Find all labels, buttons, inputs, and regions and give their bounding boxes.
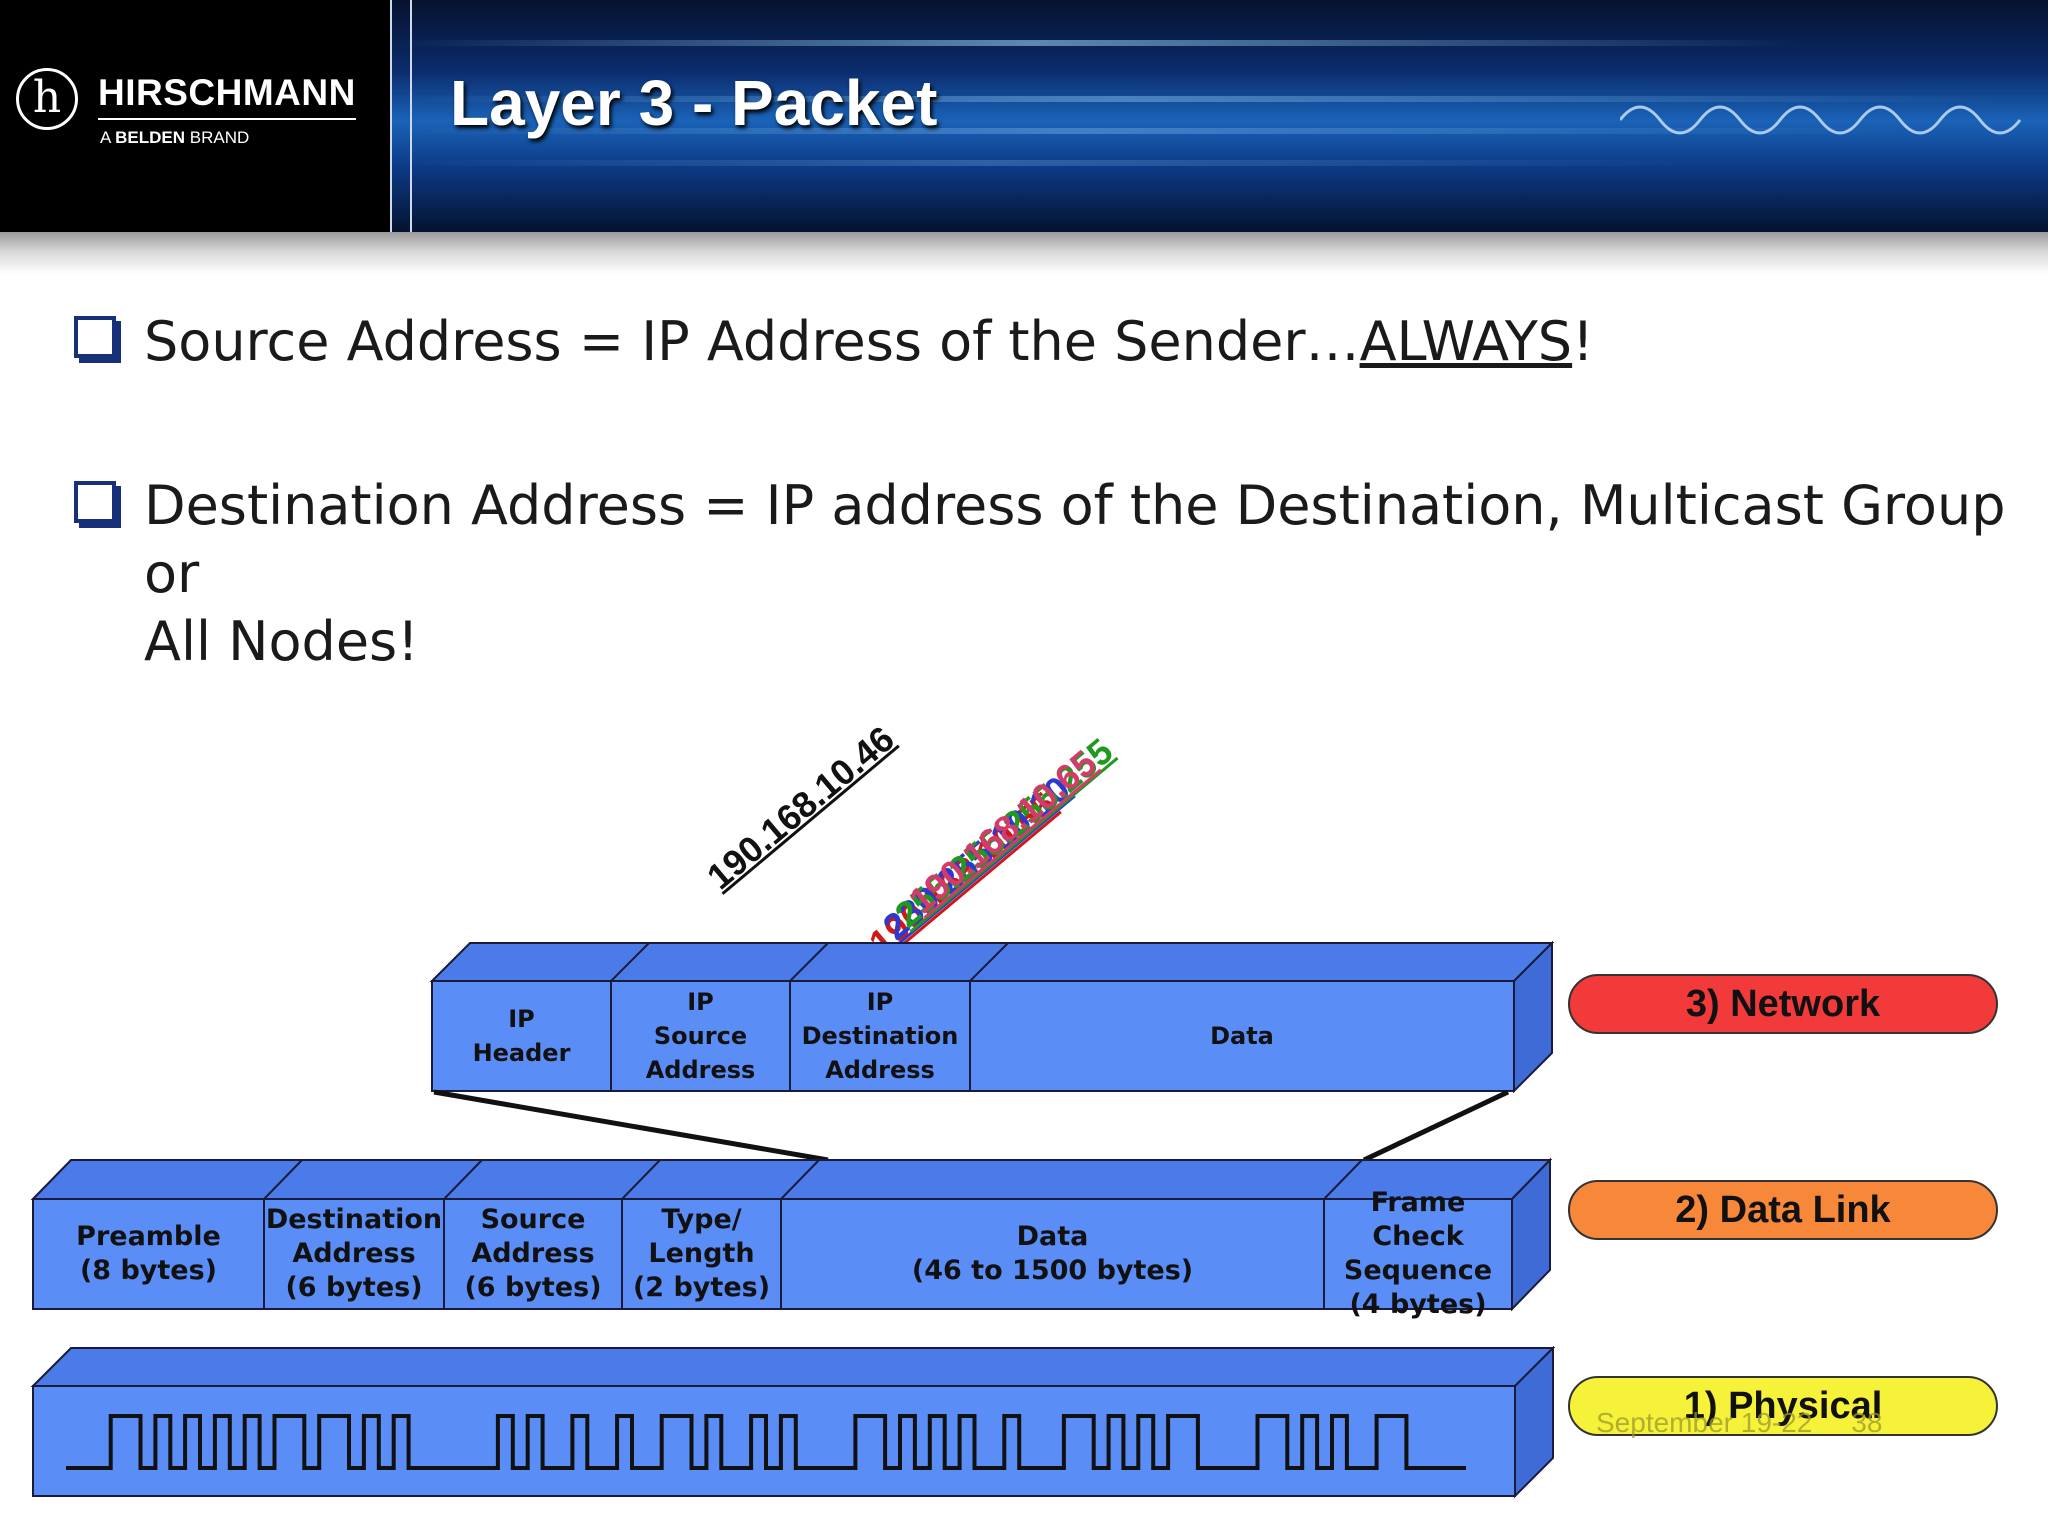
slide-title: Layer 3 - Packet	[450, 67, 938, 139]
physical-layer-block	[30, 1345, 1556, 1499]
frame-data-field: Data (46 to 1500 bytes)	[911, 1221, 1194, 1286]
datalink-layer-label: 2) Data Link	[1568, 1180, 1998, 1240]
waveform-decoration	[1620, 105, 2022, 135]
datalink-field-divider	[1323, 1159, 1363, 1309]
network-block-top	[429, 942, 1555, 982]
network-field-divider	[969, 942, 1009, 1091]
brand-subtitle: A BELDEN BRAND	[100, 128, 250, 147]
header-divider	[410, 0, 412, 232]
slide-footer: September 19-22 38	[1596, 1407, 1883, 1438]
preamble-field: Preamble (8 bytes)	[76, 1221, 221, 1286]
destination-mac-field: Destination Address (6 bytes)	[265, 1204, 443, 1303]
datalink-field-divider	[443, 1159, 483, 1309]
physical-block-top	[30, 1347, 1556, 1387]
network-layer-label: 3) Network	[1568, 974, 1998, 1034]
connector-left	[433, 1089, 829, 1163]
physical-layer-label: 1) Physical	[1568, 1376, 1998, 1436]
datalink-field-divider	[621, 1159, 661, 1309]
ip-header-field: IP Header	[472, 1005, 571, 1067]
brand-logo: h HIRSCHMANN A BELDEN BRAND	[0, 0, 390, 232]
brand-name: HIRSCHMANN	[98, 72, 356, 120]
frame-check-sequence-field: Frame Check Sequence (4 bytes)	[1343, 1187, 1493, 1320]
bullet-source-address: Source Address = IP Address of the Sende…	[144, 310, 1594, 373]
network-layer-block	[429, 940, 1555, 1094]
bullet-destination-address: Destination Address = IP address of the …	[144, 474, 2006, 673]
ip-source-address-field: IP Source Address	[645, 988, 756, 1084]
datalink-field-divider	[263, 1159, 303, 1309]
datalink-block-top	[30, 1159, 1553, 1200]
bullet-box-icon	[74, 316, 116, 358]
ip-data-field: Data	[1210, 1022, 1274, 1050]
type-length-field: Type/ Length (2 bytes)	[632, 1204, 771, 1303]
network-field-divider	[610, 942, 650, 1091]
ip-destination-address-field: IP Destination Address	[801, 988, 959, 1084]
bit-signal-waveform	[66, 1414, 1466, 1470]
bullet-box-icon	[74, 481, 116, 523]
network-field-divider	[789, 942, 829, 1091]
hirschmann-logo-icon: h	[16, 68, 78, 130]
datalink-field-divider	[780, 1159, 820, 1309]
datalink-block-face	[32, 1198, 1513, 1310]
header-divider	[390, 0, 392, 232]
header-shadow	[0, 232, 2048, 274]
datalink-layer-block	[30, 1157, 1553, 1312]
physical-block-face	[32, 1385, 1516, 1497]
network-block-face	[431, 980, 1515, 1092]
connector-right	[1362, 1089, 1510, 1163]
source-mac-field: Source Address (6 bytes)	[464, 1204, 602, 1303]
